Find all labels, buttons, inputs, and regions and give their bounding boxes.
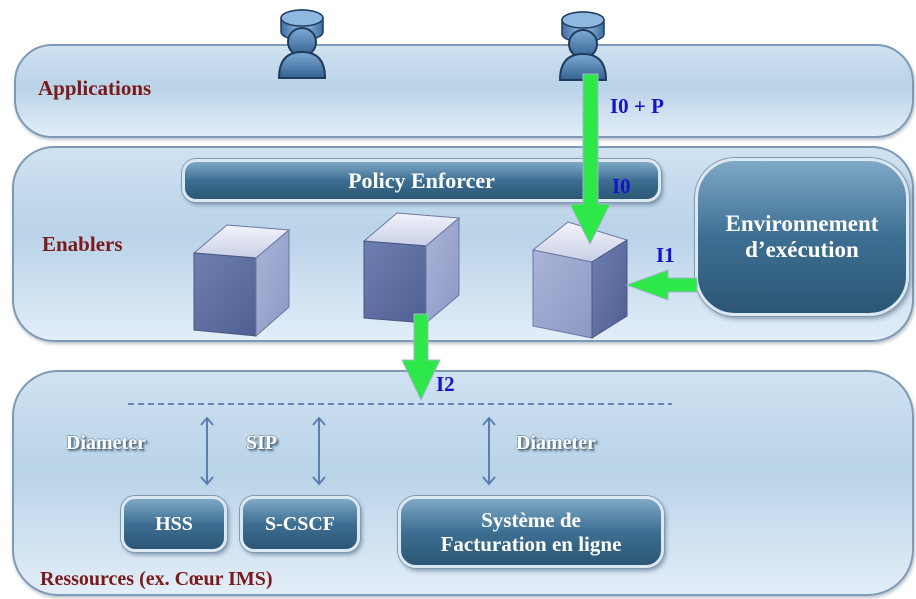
interface-i0-p-label: I0 + P [610, 94, 664, 118]
resources-label: Ressources (ex. Cœur IMS) [40, 568, 273, 590]
scscf-label: S-CSCF [264, 512, 335, 535]
cube-icon [531, 221, 629, 339]
applications-label: Applications [38, 76, 152, 100]
sip-label: SIP [246, 432, 278, 454]
protocol-arrow-diameter-left [200, 416, 214, 486]
interface-i1-label: I1 [656, 243, 675, 267]
protocol-arrow-sip [312, 416, 326, 486]
online-billing-label-line1: Système de [481, 508, 581, 532]
execution-environment-box: Environnement d’exécution [695, 158, 909, 316]
interface-i0-label: I0 [612, 174, 631, 198]
execution-environment-label-line1: Environnement [725, 211, 879, 236]
resources-layer [12, 370, 914, 596]
interface-i2-label: I2 [436, 372, 455, 396]
scscf-box: S-CSCF [240, 496, 360, 552]
flow-arrow-i1 [625, 269, 698, 301]
online-billing-label-line2: Facturation en ligne [440, 532, 622, 556]
policy-enforcer-box: Policy Enforcer [182, 159, 661, 202]
user-icon [558, 11, 608, 81]
protocol-arrow-diameter-right [482, 416, 496, 486]
policy-enforcer-label: Policy Enforcer [348, 167, 495, 193]
diameter-label-right: Diameter [516, 432, 596, 454]
cube-icon [192, 224, 291, 338]
enablers-label: Enablers [42, 232, 123, 256]
execution-environment-label-line2: d’exécution [745, 237, 859, 262]
cube-icon [362, 212, 461, 325]
hss-box: HSS [121, 496, 227, 552]
user-icon [277, 9, 327, 79]
hss-label: HSS [155, 512, 193, 535]
applications-layer [14, 44, 914, 138]
diameter-label-left: Diameter [66, 432, 146, 454]
online-billing-box: Système de Facturation en ligne [398, 496, 664, 568]
flow-arrow-i2 [401, 313, 441, 402]
flow-arrow-i0 [569, 73, 611, 246]
